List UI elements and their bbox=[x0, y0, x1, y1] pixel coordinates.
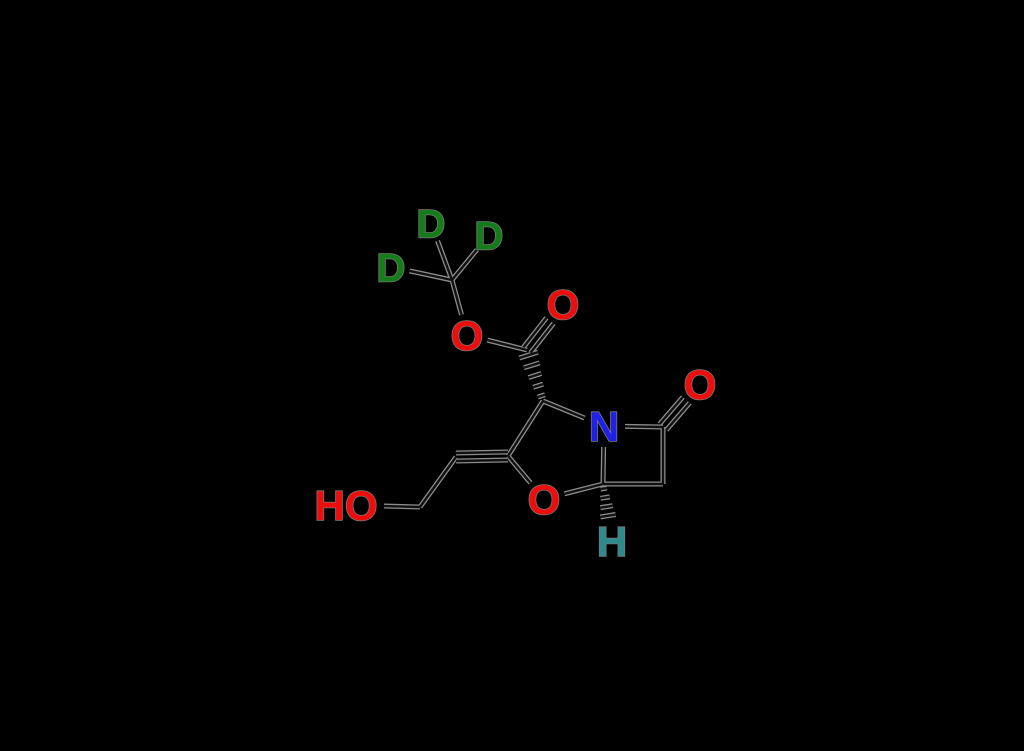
deuterium-label-top: D bbox=[417, 202, 446, 246]
hydroxyl-group-label: HO bbox=[315, 482, 378, 529]
hashed-wedge-c2-carboxyl-dash-4-core bbox=[518, 351, 539, 360]
bond-cmethyl-d1-core bbox=[436, 240, 454, 281]
hashed-wedge-c5-h-dash-2-core bbox=[600, 504, 613, 509]
bond-c7-olactam-double-1-core bbox=[665, 402, 691, 431]
ester-carbonyl-oxygen-label: O bbox=[547, 281, 580, 328]
bond-core-layer bbox=[383, 240, 691, 519]
bond-cmethyl-d2-core bbox=[451, 248, 478, 281]
bond-c3-cexo-double-2-core bbox=[456, 458, 509, 463]
bond-ch2-hydroxyl-core bbox=[383, 504, 421, 509]
bond-cmethyl-d3-core bbox=[409, 269, 453, 282]
bond-ccarboxyl-ocarbonyl-double-2-core bbox=[522, 317, 548, 348]
bond-c3-cexo-double-1-core bbox=[455, 450, 508, 455]
hashed-wedge-c5-h-dash-0-core bbox=[600, 486, 608, 491]
bond-ccarboxyl-ocarbonyl-double-1-core bbox=[529, 322, 555, 354]
ring-oxygen-label: O bbox=[528, 476, 561, 523]
bond-c7-olactam-double-2-core bbox=[658, 396, 684, 425]
deuterium-label-left: D bbox=[377, 246, 406, 290]
bond-c5-n1-core bbox=[601, 446, 605, 485]
bond-c2-c3-core bbox=[506, 400, 545, 457]
ring-nitrogen-label: N bbox=[589, 403, 619, 450]
bond-o4-c5-core bbox=[564, 482, 604, 495]
stereo-hydrogen-label: H bbox=[597, 518, 627, 565]
hashed-wedge-c2-carboxyl-dash-1-core bbox=[532, 382, 544, 389]
ester-oxygen-label: O bbox=[451, 312, 484, 359]
bond-c3-o4-core bbox=[507, 455, 532, 484]
hashed-wedge-c2-carboxyl-dash-3-core bbox=[523, 361, 541, 369]
lactam-carbonyl-oxygen-label: O bbox=[684, 361, 717, 408]
bond-cexo-ch2-core bbox=[419, 456, 457, 508]
deuterium-label-right: D bbox=[475, 214, 504, 258]
bond-c2-n1-core bbox=[542, 399, 586, 420]
hashed-wedge-c5-h-dash-3-core bbox=[600, 513, 616, 519]
hashed-wedge-c2-carboxyl-dash-0-core bbox=[537, 393, 546, 399]
bond-cmethyl-oester-core bbox=[450, 279, 463, 316]
hashed-wedge-c5-h-dash-1-core bbox=[600, 495, 611, 500]
bond-n1-c7-core bbox=[624, 425, 664, 429]
bond-oester-ccarboxyl-core bbox=[487, 338, 528, 352]
hashed-wedge-c2-carboxyl-dash-2-core bbox=[528, 372, 542, 379]
